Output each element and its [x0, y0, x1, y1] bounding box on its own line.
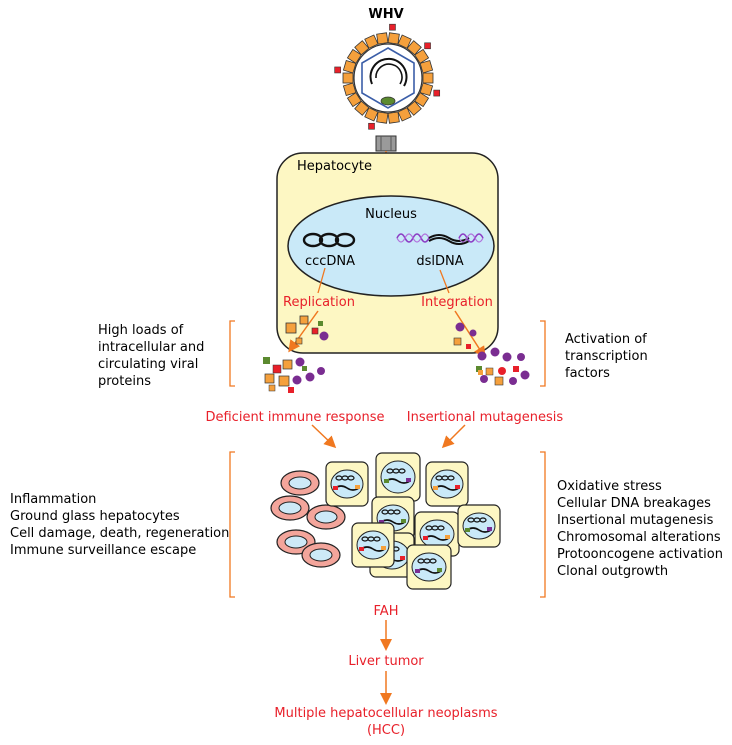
right-list-item-1: Oxidative stress [557, 479, 662, 494]
left-list-item-4: Immune surveillance escape [10, 543, 197, 558]
right-list: Oxidative stress Cellular DNA breakages … [557, 478, 723, 580]
surface-protein-icon [389, 23, 396, 31]
nucleus-label: Nucleus [365, 207, 417, 222]
red-blood-cell-icon [280, 470, 320, 496]
left-list-item-2: Ground glass hepatocytes [10, 509, 180, 524]
left-list-item-3: Cell damage, death, regeneration [10, 526, 230, 541]
brackets [229, 320, 546, 598]
bracket-left-lower [229, 451, 235, 598]
red-blood-cells [270, 470, 346, 568]
integration-connector [439, 269, 450, 294]
insertional-mutagenesis-label: Insertional mutagenesis [406, 410, 564, 425]
left-note-line-2: intracellular and [98, 340, 205, 355]
right-note-line-2: transcription [565, 349, 648, 364]
liver-tumor-label: Liver tumor [348, 654, 424, 669]
red-blood-cell-icon [270, 495, 310, 521]
left-note-line-4: proteins [98, 374, 151, 389]
surface-protein-icon [433, 89, 441, 97]
bracket-left-upper [229, 320, 235, 387]
envelope-protein-icon [342, 72, 354, 84]
envelope-protein-icon [422, 72, 434, 84]
dsldna-label: dslDNA [416, 254, 464, 269]
bracket-right-lower [540, 451, 546, 598]
surface-protein-icon [368, 122, 375, 130]
red-blood-cell-icon [301, 542, 341, 568]
virion-icon [334, 23, 441, 130]
virus-title: WHV [368, 7, 404, 22]
insertional-arrow [441, 424, 466, 449]
nucleus [287, 195, 495, 297]
virion-envelope-proteins [334, 23, 441, 130]
dsldna-icon [396, 233, 484, 245]
transformed-hepatocyte-icon [457, 504, 501, 548]
viral-protein-cluster-inside-right [453, 322, 477, 349]
cccdna-icon [302, 232, 356, 248]
left-note-line-1: High loads of [98, 323, 184, 338]
left-list: Inflammation Ground glass hepatocytes Ce… [10, 491, 229, 559]
envelope-protein-icon [346, 92, 362, 108]
envelope-protein-icon [414, 92, 430, 108]
surface-protein-icon [424, 42, 431, 50]
envelope-protein-icon [387, 111, 400, 124]
hcc-label-line-2: (HCC) [366, 723, 406, 738]
replication-arrow [288, 310, 319, 353]
right-note: Activation of transcription factors [565, 331, 648, 382]
right-list-item-5: Protooncogene activation [557, 547, 723, 562]
envelope-protein-icon [397, 107, 412, 122]
envelope-protein-icon [397, 34, 412, 49]
integration-label: Integration [421, 295, 493, 310]
viral-protein-cluster-inside-left [285, 315, 329, 345]
transformed-hepatocyte-icon [375, 452, 421, 502]
envelope-protein-icon [419, 82, 434, 96]
envelope-protein-icon [346, 48, 362, 64]
replication-connector [317, 267, 326, 294]
deficient-immune-label: Deficient immune response [205, 410, 385, 425]
envelope-protein-icon [376, 111, 389, 124]
deficient-arrow [311, 424, 337, 449]
transformed-hepatocyte-icon [406, 544, 452, 590]
envelope-protein-icon [354, 40, 370, 56]
right-list-item-6: Clonal outgrowth [557, 564, 669, 579]
envelope-protein-icon [406, 40, 422, 56]
surface-protein-icon [334, 66, 341, 74]
right-note-line-3: factors [565, 366, 610, 381]
viral-protein-cluster-left [263, 357, 325, 393]
envelope-protein-icon [364, 34, 379, 49]
transformed-hepatocyte-icon [425, 461, 469, 507]
envelope-protein-icon [376, 32, 389, 45]
transformed-hepatocytes [325, 452, 501, 590]
envelope-protein-icon [414, 48, 430, 64]
envelope-protein-icon [406, 100, 422, 116]
envelope-protein-icon [364, 107, 379, 122]
left-list-item-1: Inflammation [10, 492, 97, 507]
capsid-icon [361, 47, 415, 109]
fah-label: FAH [373, 604, 399, 619]
envelope-protein-icon [342, 60, 357, 74]
envelope-protein-icon [342, 82, 357, 96]
right-list-item-2: Cellular DNA breakages [557, 496, 711, 511]
bracket-right-upper [540, 320, 546, 387]
hcc-label-line-1: Multiple hepatocellular neoplasms [274, 706, 498, 721]
transformed-hepatocyte-icon [351, 522, 395, 568]
right-note-line-1: Activation of [565, 332, 647, 347]
left-note: High loads of intracellular and circulat… [98, 322, 204, 390]
entry-receptor-icon [375, 135, 397, 152]
envelope-protein-icon [354, 100, 370, 116]
integration-arrow [454, 310, 486, 359]
right-list-item-4: Chromosomal alterations [557, 530, 721, 545]
right-list-item-3: Insertional mutagenesis [557, 513, 714, 528]
viral-protein-cluster-right [476, 347, 530, 386]
hepatocyte-label: Hepatocyte [297, 159, 372, 174]
envelope-protein-icon [387, 32, 400, 45]
left-note-line-3: circulating viral [98, 357, 199, 372]
polymerase-icon [380, 96, 396, 106]
red-blood-cell-icon [306, 504, 346, 530]
transformed-hepatocyte-icon [325, 461, 369, 507]
envelope-protein-icon [419, 60, 434, 74]
replication-label: Replication [283, 295, 355, 310]
cccdna-label: cccDNA [304, 254, 356, 269]
